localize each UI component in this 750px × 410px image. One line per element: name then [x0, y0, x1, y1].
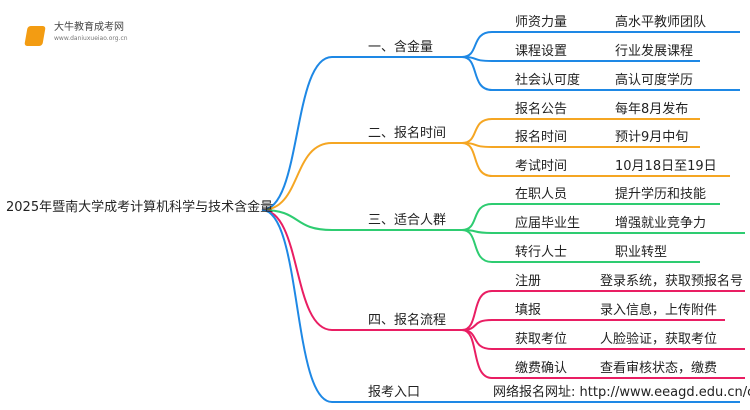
- branch-label: 报考入口: [368, 385, 421, 400]
- leaf-line: [461, 31, 740, 58]
- branch-label: 一、含金量: [368, 40, 434, 55]
- leaf-line: [461, 142, 730, 177]
- leaf-line: [461, 203, 720, 231]
- branch-label: 三、适合人群: [368, 213, 447, 228]
- leaf-key: 师资力量: [515, 15, 568, 30]
- leaf-value: 高水平教师团队: [615, 15, 707, 30]
- leaf-key: 缴费确认: [515, 361, 568, 376]
- leaf-value: 10月18日至19日: [615, 159, 717, 174]
- branch-line: [261, 142, 462, 211]
- leaf-key: 注册: [515, 274, 542, 289]
- branch-label: 四、报名流程: [368, 313, 447, 328]
- branch-line: [261, 209, 480, 403]
- leaf-value: 每年8月发布: [615, 102, 689, 117]
- branch-line: [261, 56, 462, 211]
- leaf-key: 填报: [515, 303, 542, 318]
- leaf-line: [461, 329, 745, 379]
- leaf-line: [461, 319, 725, 331]
- leaf-value: 录入信息，上传附件: [600, 303, 718, 318]
- leaf-key: 应届毕业生: [515, 216, 581, 231]
- entry-url: 网络报名网址: http://www.eeagd.edu.cn/cr: [493, 385, 750, 400]
- leaf-value: 查看审核状态，缴费: [600, 361, 718, 376]
- branch-line: [261, 209, 462, 231]
- logo-url: www.daniuxueiao.org.cn: [54, 35, 128, 42]
- leaf-value: 人脸验证，获取考位: [600, 332, 718, 347]
- leaf-value: 职业转型: [615, 245, 668, 260]
- leaf-key: 社会认可度: [515, 73, 581, 88]
- leaf-key: 转行人士: [515, 245, 568, 260]
- leaf-key: 考试时间: [515, 159, 568, 174]
- leaf-key: 课程设置: [515, 44, 568, 59]
- root-node: 2025年暨南大学成考计算机科学与技术含金量: [6, 200, 274, 215]
- leaf-key: 报名公告: [515, 102, 568, 117]
- leaf-line: [461, 56, 740, 91]
- leaf-line: [461, 118, 700, 144]
- branch-line: [261, 209, 462, 331]
- leaf-value: 行业发展课程: [615, 44, 694, 59]
- leaf-value: 提升学历和技能: [615, 187, 707, 202]
- leaf-value: 预计9月中旬: [615, 130, 689, 145]
- leaf-key: 获取考位: [515, 332, 568, 347]
- branch-label: 二、报名时间: [368, 126, 447, 141]
- leaf-line: [461, 229, 700, 263]
- leaf-value: 登录系统，获取预报名号: [600, 274, 744, 289]
- leaf-value: 高认可度学历: [615, 73, 694, 88]
- leaf-value: 增强就业竞争力: [615, 216, 707, 231]
- leaf-key: 报名时间: [515, 130, 568, 145]
- leaf-key: 在职人员: [515, 187, 568, 202]
- logo-title: 大牛教育成考网: [54, 22, 124, 33]
- logo: 大牛教育成考网 www.daniuxueiao.org.cn: [18, 16, 198, 52]
